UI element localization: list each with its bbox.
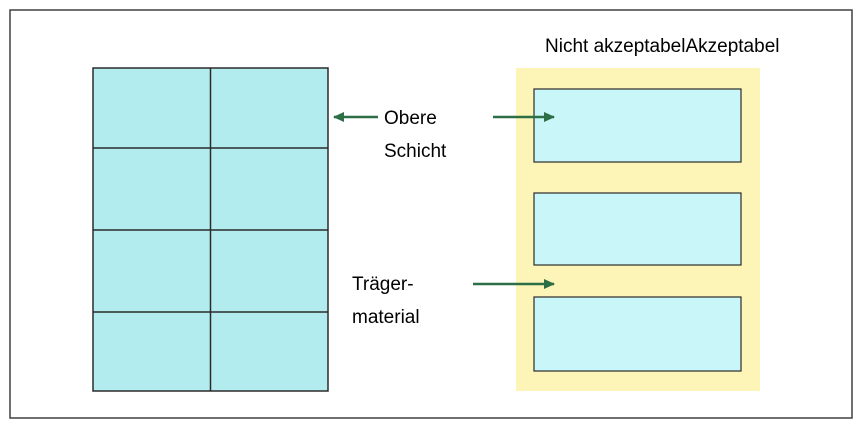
backing-label-line1: Träger-: [352, 274, 414, 295]
top-layer-label-line2: Schicht: [384, 141, 447, 162]
left-label-sheet: [92, 67, 329, 392]
top-layer-label-line1: Obere: [384, 108, 437, 129]
label-box: [533, 88, 742, 163]
label-box: [533, 192, 742, 266]
diagram-title: Nicht akzeptabelAkzeptabel: [545, 36, 779, 57]
right-label-sheet: [516, 68, 760, 391]
label-box: [533, 296, 742, 372]
backing-label-line2: material: [352, 307, 420, 328]
